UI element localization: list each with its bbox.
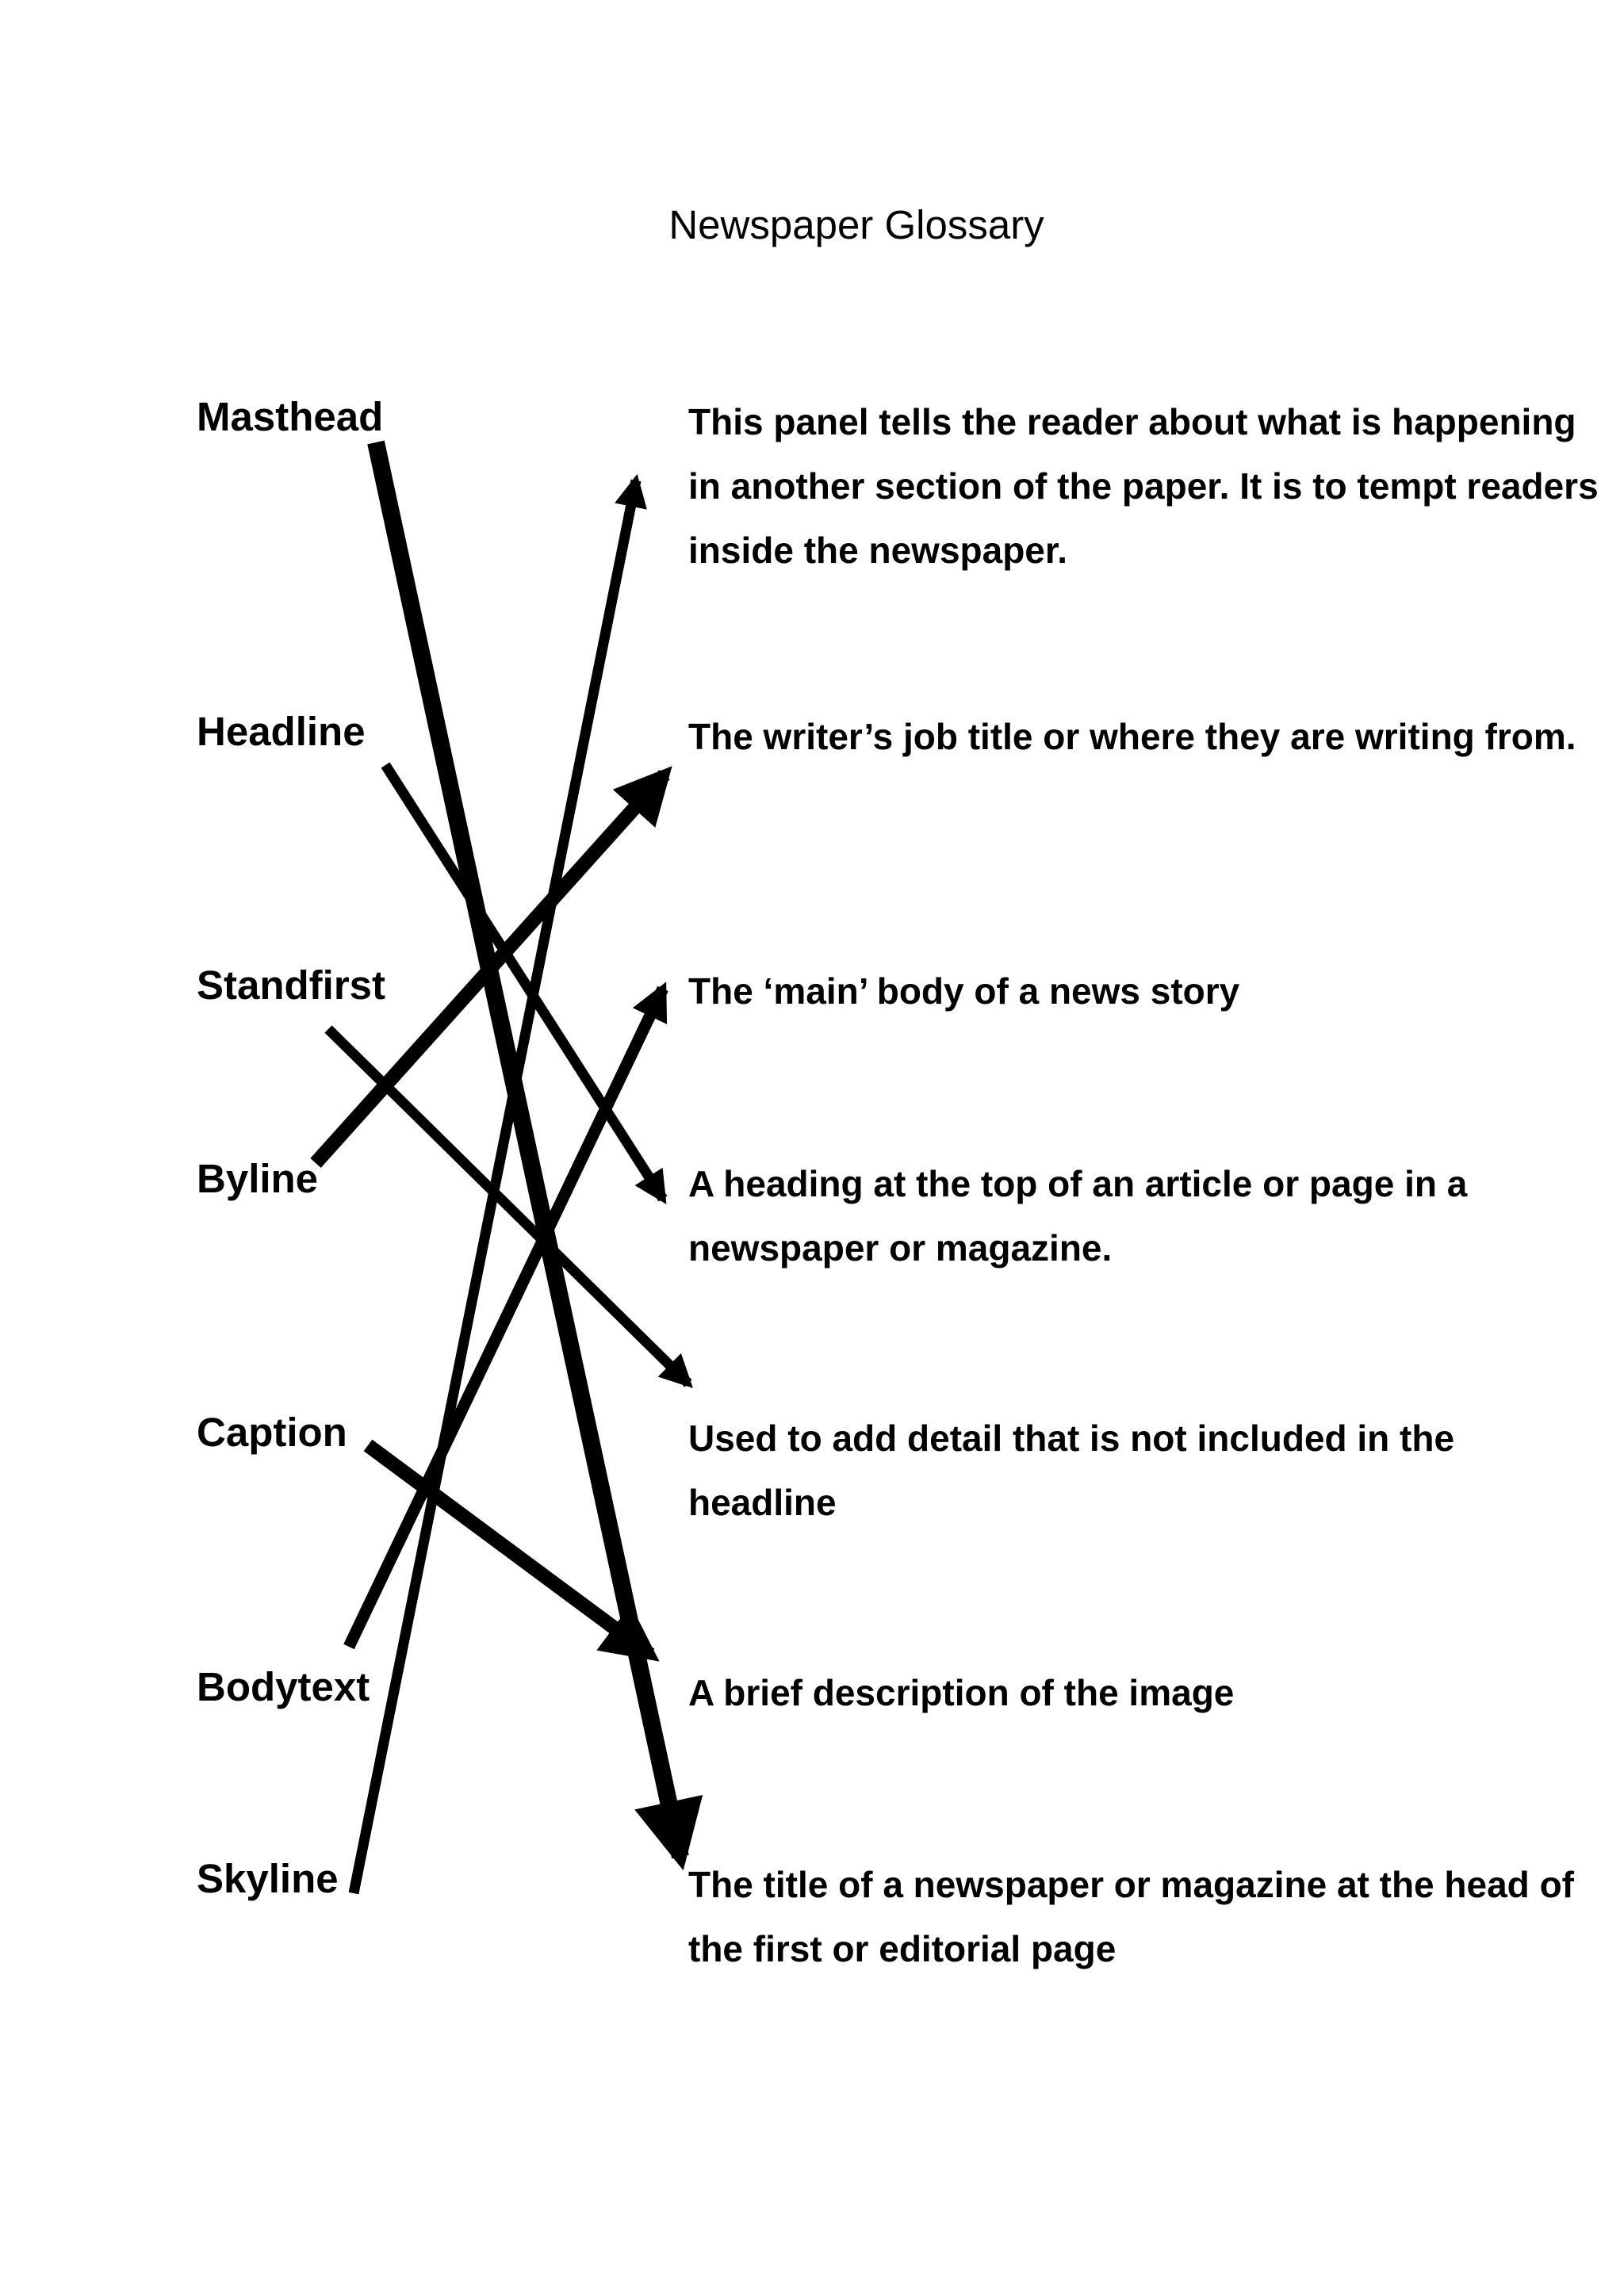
term-skyline: Skyline [197,1856,339,1901]
term-standfirst: Standfirst [197,962,386,1008]
definition-byline: The writer’s job title or where they are… [688,716,1576,757]
page-title: Newspaper Glossary [668,202,1044,247]
arrow-skyline [348,473,647,1895]
term-bodytext: Bodytext [197,1664,370,1709]
definition-masthead: The title of a newspaper or magazine at … [688,1864,1574,1969]
term-masthead: Masthead [197,394,384,439]
definition-bodytext: The ‘main’ body of a news story [688,970,1240,1012]
definition-caption: A brief description of the image [688,1672,1235,1713]
term-byline: Byline [197,1156,319,1201]
definition-skyline-panel: This panel tells the reader about what i… [688,401,1599,571]
definition-headline: A heading at the top of an article or pa… [688,1163,1468,1269]
arrow-bodytext [343,982,668,1650]
definition-standfirst: Used to add detail that is not included … [688,1418,1455,1523]
term-headline: Headline [197,709,366,754]
arrow-byline [310,766,672,1169]
term-caption: Caption [197,1410,347,1455]
arrow-headline [381,762,668,1205]
arrow-caption [363,1439,660,1662]
